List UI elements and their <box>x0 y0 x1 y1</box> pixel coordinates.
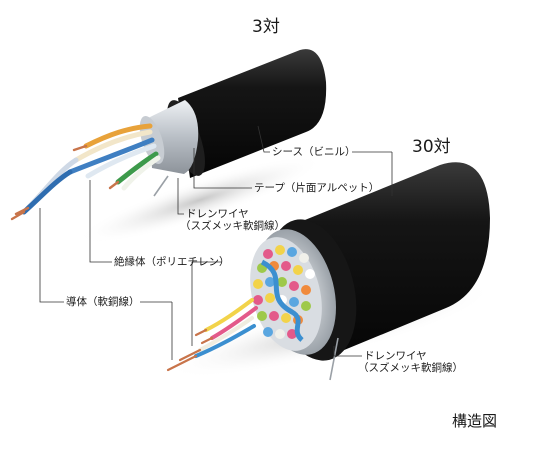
cable-30pair-wire-ends <box>253 245 315 339</box>
label-drain-wire-30pair-line2: （スズメッキ軟銅線） <box>358 362 463 374</box>
leader-drain-30 <box>333 346 362 357</box>
cable-3pair-drain-wire <box>153 175 169 197</box>
label-drain-wire-3pair-line2: （スズメッキ軟銅線） <box>180 220 285 232</box>
cable-30pair-bundle <box>250 237 322 351</box>
cable-3pair-title: 3対 <box>252 17 280 37</box>
figure-caption: 構造図 <box>452 412 498 430</box>
label-conductor: 導体（軟銅線） <box>66 296 140 308</box>
cable-30pair-title: 30対 <box>412 137 451 157</box>
label-drain-wire-3pair-line1: ドレンワイヤ <box>186 208 249 220</box>
leader-sheath <box>257 125 270 153</box>
cable-30pair <box>164 162 496 381</box>
leader-lines <box>39 125 393 360</box>
leader-drain-3 <box>177 178 184 215</box>
leader-tape <box>193 148 252 189</box>
cable-30pair-pairs-out <box>194 298 258 358</box>
cable-30pair-drain-wire <box>329 337 339 381</box>
cable-3pair-shadow <box>76 155 324 245</box>
cable-3pair-wires <box>21 123 161 215</box>
cable-3pair <box>10 49 327 245</box>
leader-insulator <box>89 180 112 263</box>
cable-30pair-conductors <box>166 328 214 372</box>
label-sheath: シース（ビニル） <box>272 146 356 158</box>
label-drain-wire-30pair-line1: ドレンワイヤ <box>364 350 427 362</box>
leader-conductor <box>39 208 64 303</box>
label-insulator: 絶縁体（ポリエチレン） <box>114 256 230 268</box>
cable-3pair-sheath <box>178 49 327 178</box>
cable-3pair-conductors <box>10 144 120 221</box>
label-tape: テープ（片面アルペット） <box>254 182 380 194</box>
